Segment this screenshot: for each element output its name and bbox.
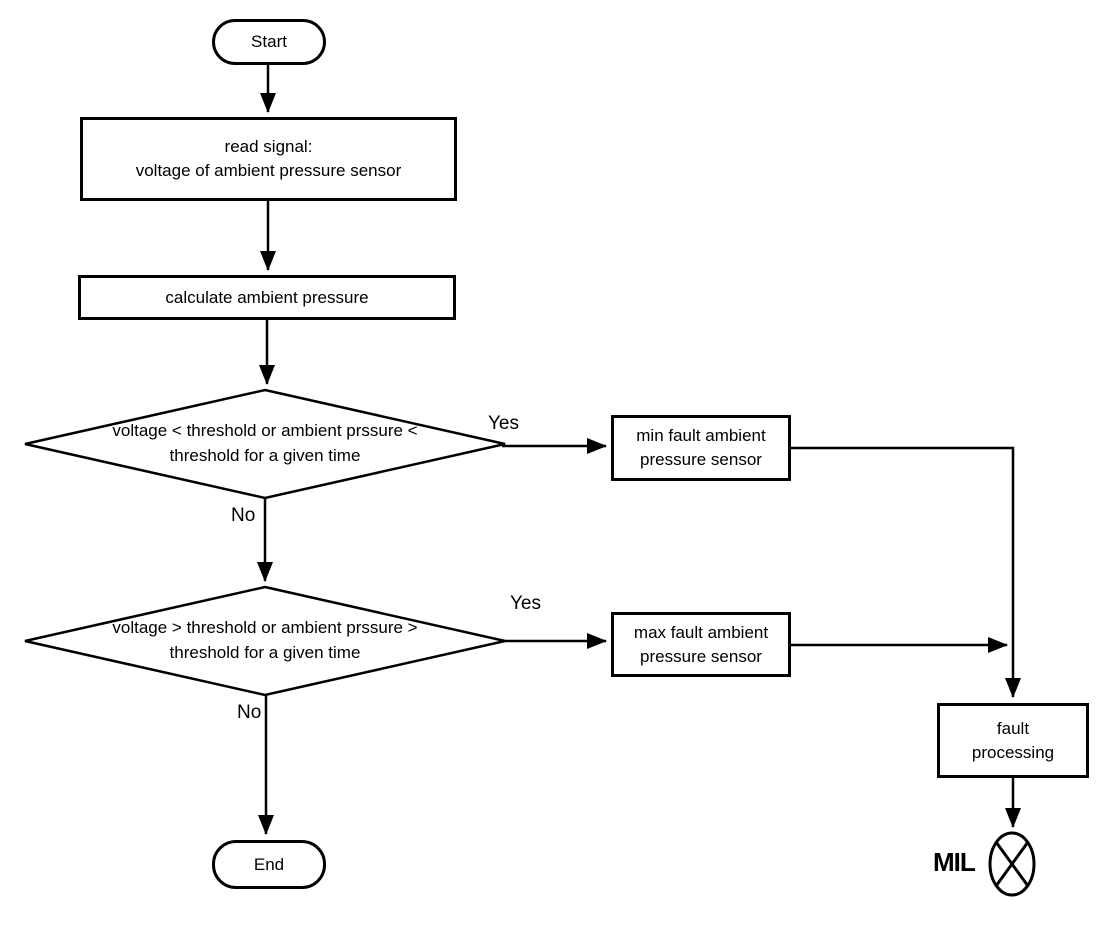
- process-max-fault-line1: max fault ambient: [633, 622, 769, 642]
- lamp-circle-x-icon: [988, 831, 1036, 897]
- process-fault-processing-line1: fault: [996, 718, 1030, 738]
- decision-min-diamond: [24, 388, 506, 500]
- process-read-signal: read signal: voltage of ambient pressure…: [80, 117, 457, 201]
- connector-min-fault-processing: [791, 446, 1021, 698]
- end-node-label: End: [253, 854, 285, 874]
- decision-max-text: voltage > threshold or ambient prssure >…: [75, 608, 455, 674]
- decision-min-line2: threshold for a given time: [169, 446, 361, 465]
- edge-label-decision-max-no: No: [237, 702, 262, 723]
- process-calculate-pressure: calculate ambient pressure: [78, 275, 456, 320]
- edge-label-decision-max-yes: Yes: [510, 593, 541, 614]
- decision-max-diamond: [24, 585, 506, 697]
- mil-lamp-label: MIL: [933, 847, 976, 877]
- end-node: End: [212, 840, 326, 889]
- process-read-signal-line1: read signal:: [224, 137, 313, 157]
- decision-max-line2: threshold for a given time: [169, 643, 361, 662]
- process-read-signal-line2: voltage of ambient pressure sensor: [135, 161, 402, 180]
- decision-min-text: voltage < threshold or ambient prssure <…: [75, 411, 455, 477]
- process-calculate-pressure-label: calculate ambient pressure: [165, 287, 369, 307]
- process-min-fault-line1: min fault ambient: [636, 426, 766, 446]
- process-max-fault-line2: pressure sensor: [640, 646, 762, 666]
- decision-max-line1: voltage > threshold or ambient prssure >: [112, 618, 418, 638]
- process-min-fault: min fault ambient pressure sensor: [611, 415, 791, 481]
- edge-label-decision-min-no: No: [231, 505, 256, 526]
- start-node-label: Start: [251, 32, 287, 52]
- process-fault-processing-line2: processing: [971, 742, 1055, 762]
- process-fault-processing: fault processing: [937, 703, 1089, 778]
- start-node: Start: [212, 19, 326, 65]
- process-max-fault: max fault ambient pressure sensor: [611, 612, 791, 677]
- edge-label-decision-min-yes: Yes: [488, 413, 519, 434]
- process-min-fault-line2: pressure sensor: [640, 450, 762, 469]
- decision-min-line1: voltage < threshold or ambient prssure <: [112, 421, 418, 441]
